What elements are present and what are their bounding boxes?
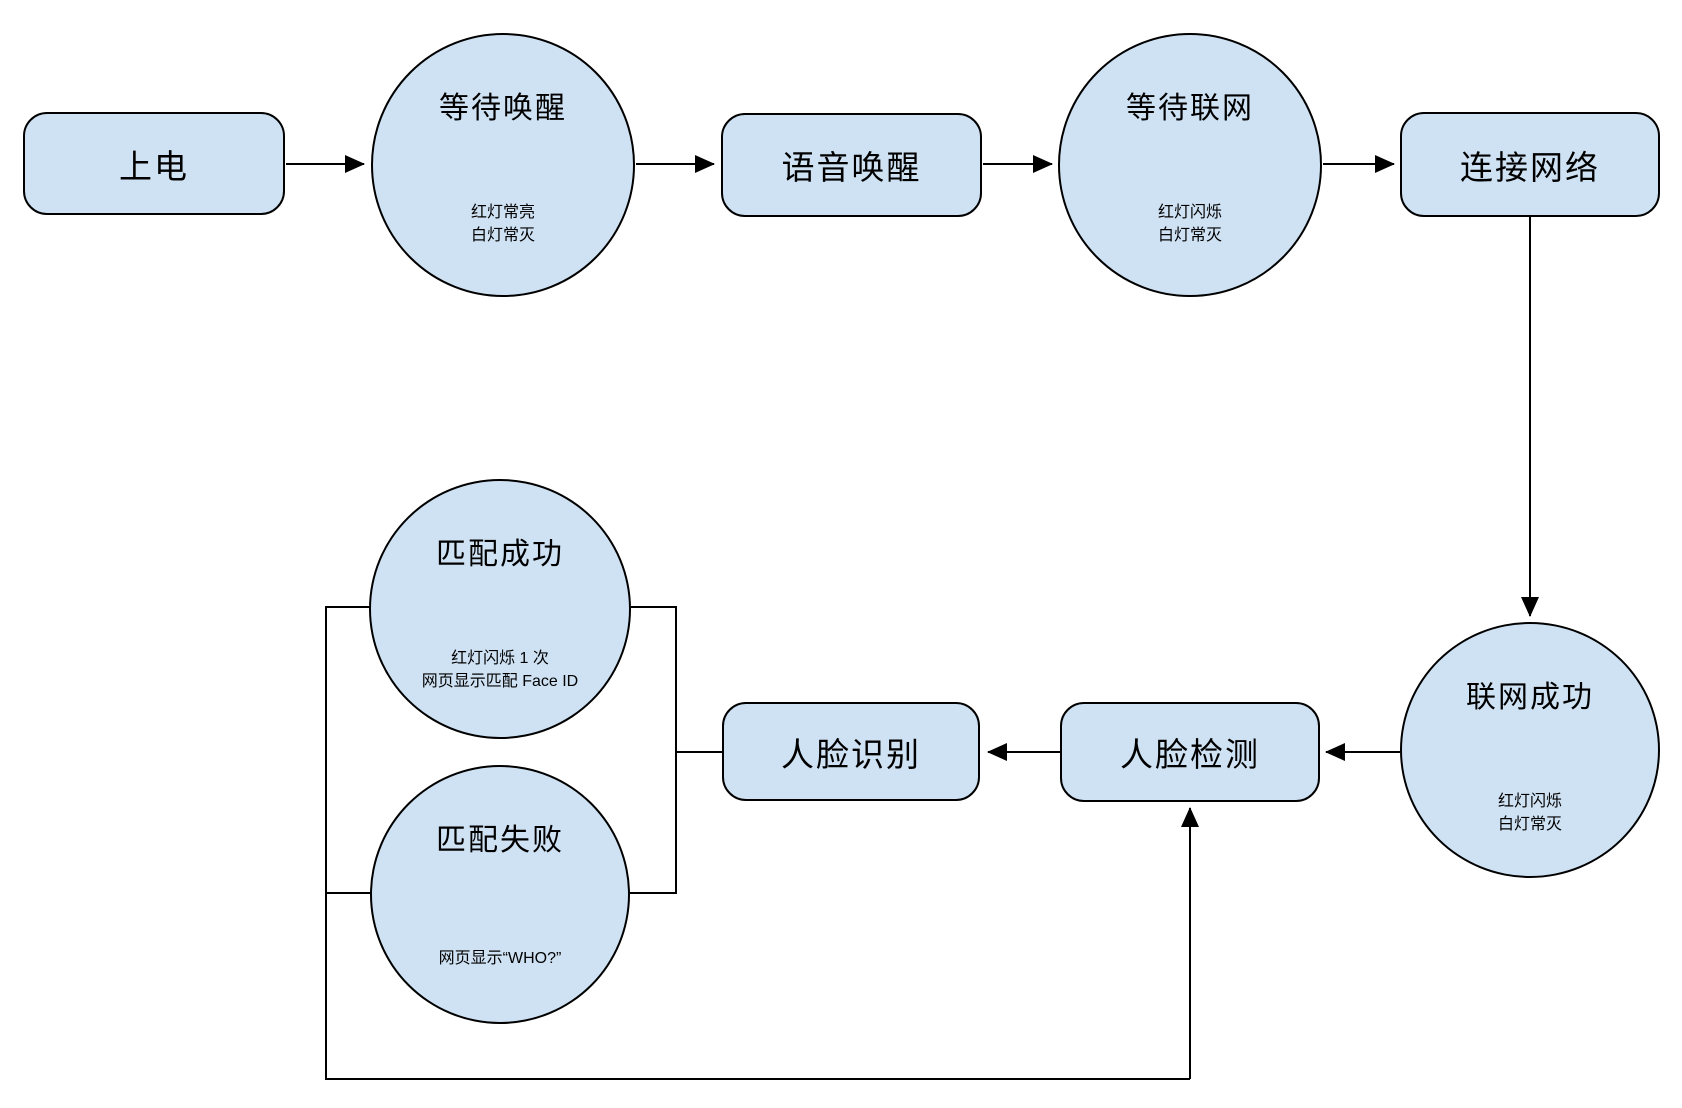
led-status-line: 红灯闪烁 [1157, 204, 1222, 221]
node-wait-wake: 等待唤醒 红灯常亮 白灯常灭 [371, 33, 635, 297]
node-face-detect-label: 人脸检测 [1120, 736, 1260, 773]
loop-match-results-bus [325, 606, 1190, 1080]
led-status-line: 红灯闪烁 1 次 [451, 650, 549, 667]
led-status-line: 白灯常灭 [470, 227, 535, 244]
node-power-on-label: 上电 [119, 147, 189, 185]
node-network-success-title: 联网成功 [1466, 681, 1594, 714]
node-power-on: 上电 [23, 112, 285, 215]
node-face-detect: 人脸检测 [1060, 702, 1320, 802]
web-display-line: 网页显示“WHO?” [438, 950, 562, 967]
node-wait-wake-title: 等待唤醒 [439, 92, 567, 125]
node-wait-network-subtext: 红灯闪烁 白灯常灭 [1060, 201, 1320, 247]
node-match-fail-subtext: 网页显示“WHO?” [372, 947, 628, 970]
branch-facerecognize-to-match-results [630, 606, 723, 894]
web-display-line: 网页显示匹配 Face ID [421, 673, 579, 690]
node-match-success-title: 匹配成功 [436, 538, 564, 571]
node-face-recognize-label: 人脸识别 [781, 735, 921, 773]
led-status-line: 红灯常亮 [470, 204, 535, 221]
node-match-success: 匹配成功 红灯闪烁 1 次 网页显示匹配 Face ID [369, 479, 631, 739]
node-voice-wake: 语音唤醒 [721, 113, 982, 217]
led-status-line: 红灯闪烁 [1497, 793, 1562, 810]
led-status-line: 白灯常灭 [1157, 227, 1222, 244]
node-face-recognize: 人脸识别 [722, 702, 980, 801]
node-match-success-subtext: 红灯闪烁 1 次 网页显示匹配 Face ID [371, 647, 629, 693]
led-status-line: 白灯常灭 [1497, 816, 1562, 833]
node-network-success-subtext: 红灯闪烁 白灯常灭 [1402, 790, 1658, 836]
node-wait-network-title: 等待联网 [1126, 92, 1254, 125]
node-connect-network: 连接网络 [1400, 112, 1660, 217]
node-connect-network-label: 连接网络 [1460, 148, 1600, 186]
node-voice-wake-label: 语音唤醒 [781, 149, 922, 186]
node-network-success: 联网成功 红灯闪烁 白灯常灭 [1400, 622, 1660, 878]
node-match-fail: 匹配失败 网页显示“WHO?” [370, 765, 630, 1024]
node-match-fail-title: 匹配失败 [436, 824, 564, 857]
node-wait-wake-subtext: 红灯常亮 白灯常灭 [373, 201, 633, 247]
node-wait-network: 等待联网 红灯闪烁 白灯常灭 [1058, 33, 1322, 297]
